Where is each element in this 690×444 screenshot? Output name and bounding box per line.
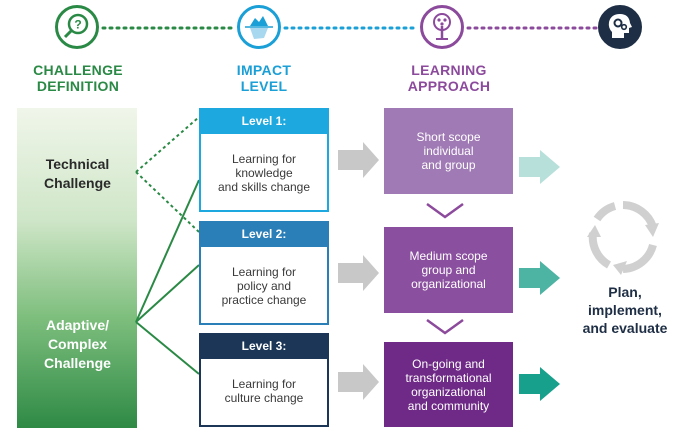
challenge-title-line2: DEFINITION <box>36 78 120 94</box>
teal-arrow-1 <box>519 150 560 184</box>
approach-ongoing: On-going and transformational organizati… <box>384 342 513 427</box>
level-3-box: Level 3: Learning for culture change <box>199 333 329 427</box>
challenge-gradient-bar <box>17 108 137 428</box>
level-3-title: Level 3: <box>199 333 329 359</box>
gray-arrow-2 <box>338 255 379 291</box>
svg-text:?: ? <box>74 18 81 32</box>
level-1-title: Level 1: <box>199 108 329 134</box>
gray-arrow-1 <box>338 142 379 178</box>
cycle-arrows-icon <box>587 201 659 275</box>
teal-arrow-3 <box>519 367 560 401</box>
impact-title-line2: LEVEL <box>240 78 288 94</box>
level-3-text: Learning for culture change <box>224 377 304 405</box>
header-connector <box>101 26 598 30</box>
gray-arrow-3 <box>338 364 379 400</box>
technical-challenge-label: Technical Challenge <box>44 156 111 191</box>
approach-short-scope: Short scope individual and group <box>384 108 513 194</box>
level-2-box: Level 2: Learning for policy and practic… <box>199 221 329 325</box>
teal-arrow-2 <box>519 261 560 295</box>
learning-title-line1: LEARNING <box>411 62 487 78</box>
learning-title-line2: APPROACH <box>407 78 491 94</box>
approach-medium-scope: Medium scope group and organizational <box>384 227 513 313</box>
impact-level-title: IMPACT LEVEL <box>199 62 329 94</box>
iceberg-icon <box>237 5 281 49</box>
level-1-box: Level 1: Learning for knowledge and skil… <box>199 108 329 212</box>
plan-implement-evaluate-label: Plan, implement, and evaluate <box>582 284 668 336</box>
adaptive-challenge-label: Adaptive/ Complex Challenge <box>44 317 111 371</box>
impact-title-line1: IMPACT <box>236 62 292 78</box>
challenge-definition-title: CHALLENGE DEFINITION <box>8 62 148 94</box>
magnifier-question-icon: ? <box>55 5 99 49</box>
chevron-down-icon <box>426 202 464 219</box>
head-gears-icon <box>598 5 642 49</box>
level-2-text: Learning for policy and practice change <box>221 265 307 307</box>
level-1-text: Learning for knowledge and skills change <box>217 152 311 194</box>
chevron-down-icon <box>426 318 464 335</box>
level-2-title: Level 2: <box>199 221 329 247</box>
tree-icon <box>420 5 464 49</box>
challenge-title-line1: CHALLENGE <box>33 62 123 78</box>
learning-approach-title: LEARNING APPROACH <box>384 62 514 94</box>
